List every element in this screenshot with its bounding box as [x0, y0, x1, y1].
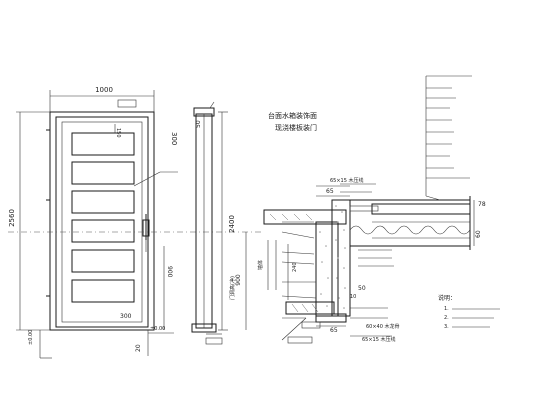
detail-dim-65b: 65 [330, 327, 338, 334]
svg-text:墙体: 墙体 [257, 260, 264, 270]
bottom-dim: 20 [135, 344, 142, 352]
svg-text:900: 900 [166, 266, 173, 278]
handle-height-dim: 900 [235, 274, 242, 286]
section-note: 台面水箱装饰面 现浇楼板装门 [268, 111, 317, 132]
layer-legend [425, 75, 472, 201]
concrete-hatch [319, 205, 346, 309]
label-top-1: 65×15 木压线 [330, 177, 364, 184]
door-panel-5 [71, 249, 135, 273]
door-height-dim: 2560 [8, 209, 16, 227]
svg-text:±0.00: ±0.00 [28, 330, 34, 345]
door-frame [49, 111, 155, 331]
panel-top-dim: 300 [170, 132, 178, 145]
section-note-line1: 台面水箱装饰面 [268, 111, 317, 120]
remark-3: 3. [444, 324, 449, 330]
detail-dim-78: 78 [478, 201, 486, 208]
frame-detail-section: 78 60 65 240 墙体 50 10 65 [257, 177, 486, 344]
side-top-dim: 50 [195, 120, 202, 128]
door-side-section: 50 2400 900 门洞高(净) [191, 101, 247, 345]
door-panel-1 [71, 132, 135, 156]
door-width-dim: 1000 [95, 86, 113, 94]
remark-1: 1. [444, 306, 449, 312]
door-leaf [55, 116, 149, 328]
door-panel-2 [71, 161, 135, 185]
detail-dim-50: 50 [358, 285, 366, 292]
remarks-title: 说明： [438, 294, 456, 302]
detail-dim-240: 240 [292, 262, 298, 272]
detail-dim-10: 10 [350, 294, 356, 300]
remarks-block: 说明： 1. 2. 3. [438, 294, 500, 330]
svg-text:±0.00: ±0.00 [150, 326, 165, 332]
svg-text:门洞高(净): 门洞高(净) [229, 276, 236, 300]
detail-dim-60: 60 [475, 230, 482, 238]
detail-dim-65: 65 [326, 188, 334, 195]
door-panel-3 [71, 190, 135, 214]
label-bottom-1: 60×40 木龙骨 [366, 323, 400, 330]
insulation-wave [349, 225, 471, 235]
remark-2: 2. [444, 315, 449, 321]
label-bottom-2: 65×15 木压线 [362, 336, 396, 343]
side-height-dim: 2400 [228, 215, 236, 233]
door-elevation: 1000 300 300 150 [8, 86, 262, 359]
door-panel-4 [71, 219, 135, 243]
section-note-line2: 现浇楼板装门 [275, 123, 317, 132]
door-panel-6 [71, 279, 135, 303]
panel-bottom-dim: 300 [120, 313, 132, 320]
svg-text:150: 150 [115, 128, 121, 138]
door-handle-icon [142, 214, 150, 252]
